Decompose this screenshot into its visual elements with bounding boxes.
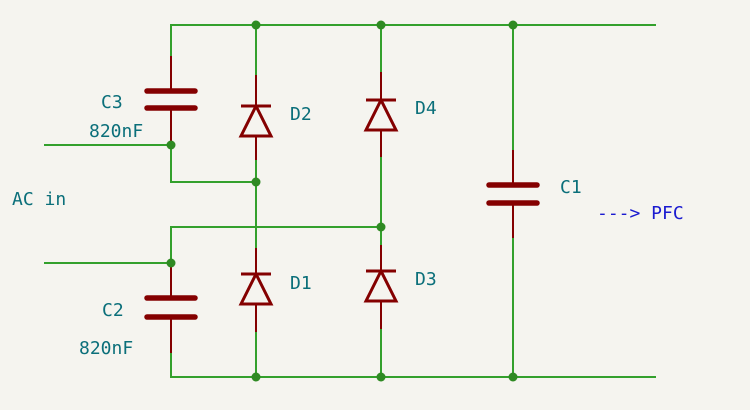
junction-dot: [251, 372, 261, 382]
junction-dot: [166, 140, 176, 150]
c3-reference-label: C3: [101, 92, 123, 113]
c2-value-label: 820nF: [79, 338, 133, 359]
capacitor-c2: [144, 264, 198, 353]
d4-triangle: [363, 96, 399, 132]
d3-triangle: [363, 267, 399, 303]
d2-reference-label: D2: [290, 104, 312, 125]
junction-dot: [251, 177, 261, 187]
junction-dot: [166, 258, 176, 268]
c2-reference-label: C2: [102, 300, 124, 321]
diode-d2: [238, 75, 274, 160]
junction-dot: [376, 372, 386, 382]
junction-dot: [376, 20, 386, 30]
diode-d1: [238, 248, 274, 332]
capacitor-c3: [144, 56, 198, 142]
junctions: [166, 20, 518, 382]
d4-reference-label: D4: [415, 98, 437, 119]
wires: [44, 24, 656, 378]
junction-dot: [508, 372, 518, 382]
c1-reference-label: C1: [560, 177, 582, 198]
capacitor-c1: [486, 150, 540, 238]
c3-bottom-wire: [170, 110, 257, 183]
junction-dot: [376, 222, 386, 232]
d2-triangle: [238, 102, 274, 138]
pfc-output-note: ---> PFC: [597, 203, 684, 224]
d1-triangle: [238, 270, 274, 306]
ac-input-label: AC in: [12, 189, 66, 210]
d1-reference-label: D1: [290, 273, 312, 294]
diode-d4: [363, 72, 399, 157]
diode-d3: [363, 245, 399, 329]
c3-value-label: 820nF: [89, 121, 143, 142]
junction-dot: [508, 20, 518, 30]
junction-dot: [251, 20, 261, 30]
d3-reference-label: D3: [415, 269, 437, 290]
